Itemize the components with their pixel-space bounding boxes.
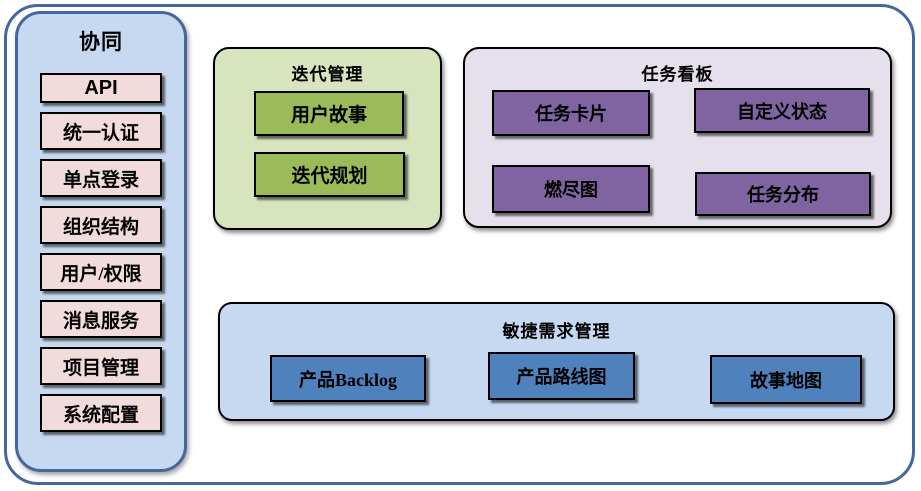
sidebar-item-user-permissions: 用户/权限 [40, 253, 162, 291]
panel-agile-requirements: 敏捷需求管理 产品Backlog 产品路线图 故事地图 [218, 302, 895, 421]
requirements-panel-title: 敏捷需求管理 [502, 322, 611, 341]
panel-task-board: 任务看板 任务卡片 自定义状态 燃尽图 任务分布 [463, 47, 892, 228]
sidebar-item-system-config: 系统配置 [40, 394, 162, 432]
sidebar-item-api: API [40, 73, 162, 103]
iteration-panel-title: 迭代管理 [291, 65, 364, 84]
item-burndown-chart: 燃尽图 [492, 165, 650, 213]
sidebar-item-list: API 统一认证 单点登录 组织结构 用户/权限 消息服务 项目管理 系统配置 [40, 73, 162, 432]
item-iteration-planning: 迭代规划 [254, 152, 405, 197]
sidebar-item-org-structure: 组织结构 [40, 206, 162, 244]
item-story-map: 故事地图 [710, 355, 862, 404]
sidebar-title: 协同 [79, 31, 123, 54]
collaboration-sidebar: 协同 API 统一认证 单点登录 组织结构 用户/权限 消息服务 项目管理 系统… [15, 11, 187, 472]
sidebar-item-project-management: 项目管理 [40, 347, 162, 385]
item-product-backlog: 产品Backlog [270, 355, 426, 402]
panel-iteration-management: 迭代管理 用户故事 迭代规划 [213, 47, 442, 230]
task-board-panel-title: 任务看板 [641, 65, 714, 84]
item-product-roadmap: 产品路线图 [488, 352, 635, 400]
sidebar-item-unified-auth: 统一认证 [40, 112, 162, 150]
item-task-distribution: 任务分布 [695, 172, 871, 216]
item-custom-status: 自定义状态 [694, 88, 870, 133]
item-user-story: 用户故事 [254, 91, 404, 136]
sidebar-item-message-service: 消息服务 [40, 300, 162, 338]
item-task-card: 任务卡片 [492, 90, 650, 136]
sidebar-item-single-sign-on: 单点登录 [40, 159, 162, 197]
